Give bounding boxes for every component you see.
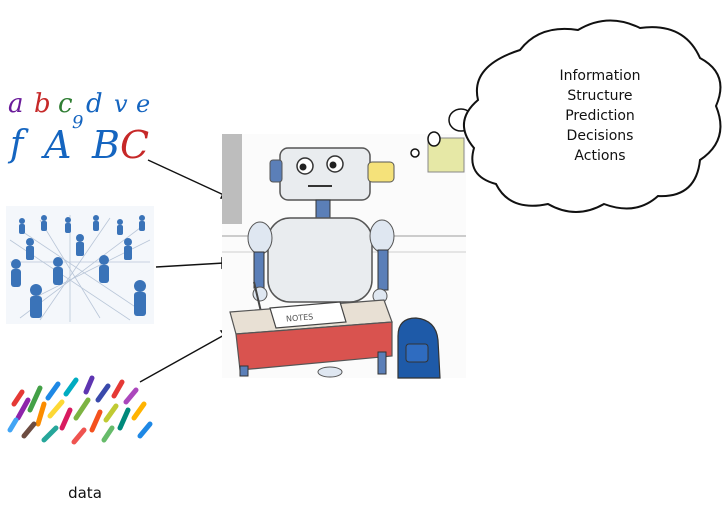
desk-front (235, 321, 393, 371)
letter-capital-c: C (120, 123, 149, 167)
handwritten-letters-icon: a b c d v e f A 9 B C (7, 89, 150, 167)
data-label: data (68, 484, 102, 502)
robot-ear-left (269, 159, 283, 183)
arrow-network-to-robot (155, 262, 225, 268)
letter-capital-b: B (91, 123, 120, 167)
wall-board (222, 134, 242, 224)
letter-c: c (58, 89, 73, 119)
letter-a: a (8, 89, 24, 119)
letter-v: v (114, 90, 128, 118)
thought-item-structure: Structure (567, 88, 633, 104)
cloud-shape (463, 19, 722, 213)
chromosomes-icon (7, 375, 153, 445)
arrow-chromosomes-to-robot (139, 333, 227, 383)
people-network-icon (6, 206, 154, 324)
arrow-letters-to-robot (147, 159, 227, 197)
robot-body (267, 217, 373, 303)
letter-superscript-9: 9 (72, 112, 83, 133)
thought-item-actions: Actions (574, 148, 626, 164)
letter-d: d (86, 89, 103, 119)
thought-list: Information Structure Prediction Decisio… (544, 66, 656, 166)
letter-capital-a: A (41, 123, 71, 167)
thought-cloud-icon (410, 19, 722, 213)
robot-student-icon: NOTES (222, 134, 466, 379)
thought-item-information: Information (559, 68, 641, 84)
notebook (269, 301, 347, 329)
thought-item-prediction: Prediction (565, 108, 635, 124)
robot-head (279, 147, 371, 201)
letter-b: b (34, 89, 51, 119)
letter-f: f (7, 124, 29, 165)
notebook-text: NOTES (286, 312, 314, 323)
thought-item-decisions: Decisions (566, 128, 634, 144)
letter-e: e (136, 90, 150, 118)
robot-ear-right (367, 161, 395, 183)
